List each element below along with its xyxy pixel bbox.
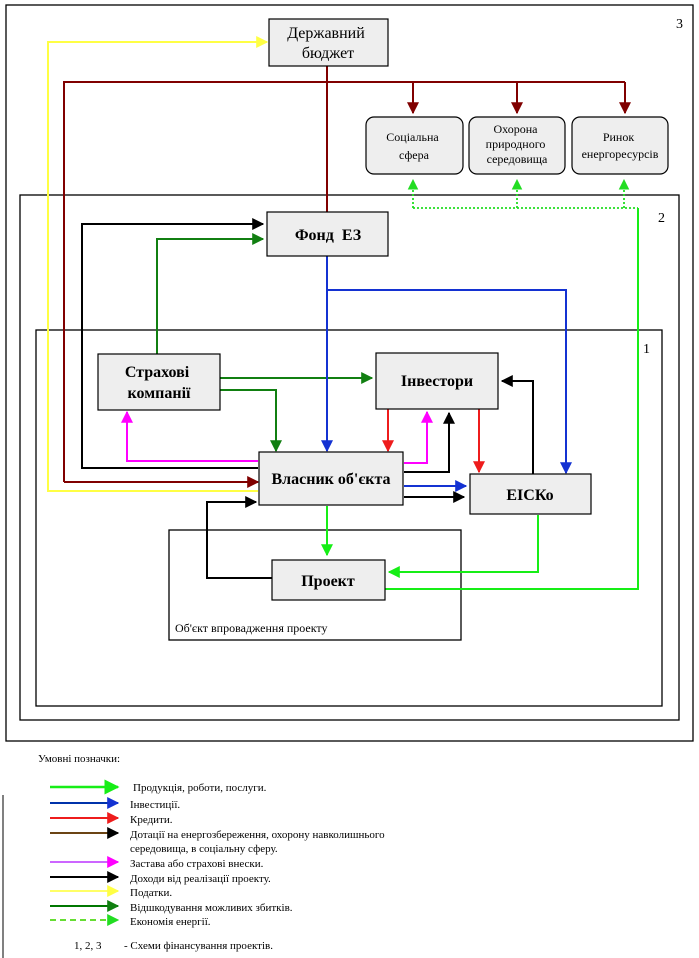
node-insurance: Страхові компанії	[97, 353, 221, 411]
legend-title: Умовні позначки:	[38, 753, 120, 765]
esco-to-project-arrow	[387, 515, 539, 578]
fund-to-esco-arrow	[327, 289, 572, 475]
legend-item-compensation: Відшкодування можливих збитків.	[50, 900, 293, 914]
node-owner: Власник об'єкта	[258, 451, 404, 506]
node-energy-market: Ринок енергоресурсів	[571, 116, 669, 175]
legend-item-energy-saving: Економія енергії.	[50, 914, 211, 928]
node-esco-label: ЕІСКо	[506, 487, 553, 504]
svg-text:Охорона природного: Охорона природного середовища	[486, 122, 549, 166]
legend-item-taxes-text: Податки.	[130, 887, 172, 899]
legend-item-credits: Кредити.	[50, 812, 173, 826]
frame-number-1: 1	[643, 342, 650, 357]
product-flows	[321, 208, 639, 590]
legend-item-investments-text: Інвестиції.	[130, 799, 180, 811]
collateral-flows	[121, 410, 433, 464]
node-state-budget-line1: Державний	[287, 25, 365, 42]
node-social-sphere: Соціальна сфера	[365, 116, 464, 175]
owner-to-investors-income-arrow	[404, 411, 455, 473]
node-env-protection-line1: Охорона	[494, 122, 539, 136]
legend-schemes-text: - Схеми фінансування проектів.	[124, 940, 273, 952]
legend-item-credits-text: Кредити.	[130, 814, 173, 826]
node-esco: ЕІСКо	[469, 473, 592, 515]
node-env-protection-line3: середовища	[487, 152, 548, 166]
node-env-protection: Охорона природного середовища	[468, 116, 566, 175]
legend-schemes-numbers: 1, 2, 3	[74, 940, 102, 952]
node-insurance-line2: компанії	[128, 385, 191, 402]
node-investors: Інвестори	[375, 352, 499, 410]
object-label: Об'єкт впровадження проекту	[175, 621, 328, 635]
legend-item-collateral-text: Застава або страхові внески.	[130, 858, 264, 870]
investment-flows	[321, 256, 572, 492]
legend-item-subsidies-text: Дотації на енергозбереження, охорону нав…	[130, 829, 385, 841]
node-social-sphere-line1: Соціальна	[386, 130, 439, 144]
owner-to-fund-income-arrow	[81, 218, 265, 469]
svg-text:Ринок енергоресурсів: Ринок енергоресурсів	[582, 130, 659, 161]
owner-to-investors-collateral-arrow	[404, 410, 433, 464]
node-social-sphere-line2: сфера	[399, 148, 430, 162]
legend-item-products: Продукція, роботи, послуги.	[50, 779, 267, 795]
node-insurance-line1: Страхові	[125, 364, 190, 381]
node-state-budget: Державний бюджет	[268, 18, 389, 67]
legend-item-subsidies-text2: середовища, в соціальну сферу.	[130, 843, 278, 855]
node-investors-label: Інвестори	[401, 373, 473, 390]
subsidy-top-bus	[63, 81, 625, 482]
node-energy-market-line2: енергоресурсів	[582, 147, 659, 161]
subsidy-flows	[63, 66, 631, 488]
legend-item-taxes: Податки.	[50, 885, 172, 899]
legend-item-products-text: Продукція, роботи, послуги.	[133, 782, 267, 794]
insurance-to-owner-arrow	[220, 389, 282, 453]
legend-item-income-text: Доходи від реалізації проекту.	[130, 873, 271, 885]
frame-middle	[19, 194, 680, 721]
legend-item-collateral: Застава або страхові внески.	[50, 856, 264, 870]
income-flows	[81, 218, 534, 579]
legend-item-compensation-text: Відшкодування можливих збитків.	[130, 902, 293, 914]
legend: Умовні позначки: Продукція, роботи, посл…	[2, 753, 385, 958]
node-project: Проект	[271, 559, 386, 601]
legend-item-subsidies: Дотації на енергозбереження, охорону нав…	[50, 827, 385, 855]
energy-saving-flows	[407, 178, 638, 209]
owner-to-budget-tax-arrow	[47, 36, 269, 492]
node-fund-ez: Фонд ЕЗ	[266, 211, 389, 257]
svg-text:Соціальна сфера: Соціальна сфера	[386, 130, 441, 162]
owner-to-insurance-arrow	[121, 410, 258, 462]
tax-flows	[47, 36, 269, 492]
legend-item-investments: Інвестиції.	[50, 797, 180, 811]
frame-object	[168, 529, 462, 641]
frame-number-3: 3	[676, 17, 683, 32]
esco-to-investors-income-arrow	[500, 375, 534, 475]
credit-flows	[382, 409, 485, 474]
node-owner-label: Власник об'єкта	[271, 471, 390, 488]
node-env-protection-line2: природного	[486, 137, 546, 151]
node-state-budget-line2: бюджет	[302, 45, 354, 62]
node-project-label: Проект	[301, 573, 355, 590]
node-fund-ez-label: Фонд ЕЗ	[295, 227, 362, 244]
legend-item-income: Доходи від реалізації проекту.	[50, 871, 271, 885]
compensation-flows	[156, 233, 374, 453]
frame-inner	[35, 329, 663, 707]
svg-text:Державний бюджет: Державний бюджет	[287, 25, 369, 62]
frame-number-2: 2	[658, 211, 665, 226]
node-energy-market-line1: Ринок	[603, 130, 635, 144]
project-to-markets-line	[385, 208, 639, 590]
svg-text:Страхові компанії: Страхові компанії	[125, 364, 193, 402]
insurance-to-fund-arrow	[156, 233, 265, 355]
legend-item-energy-saving-text: Економія енергії.	[130, 916, 211, 928]
project-to-owner-income-arrow	[206, 496, 272, 579]
